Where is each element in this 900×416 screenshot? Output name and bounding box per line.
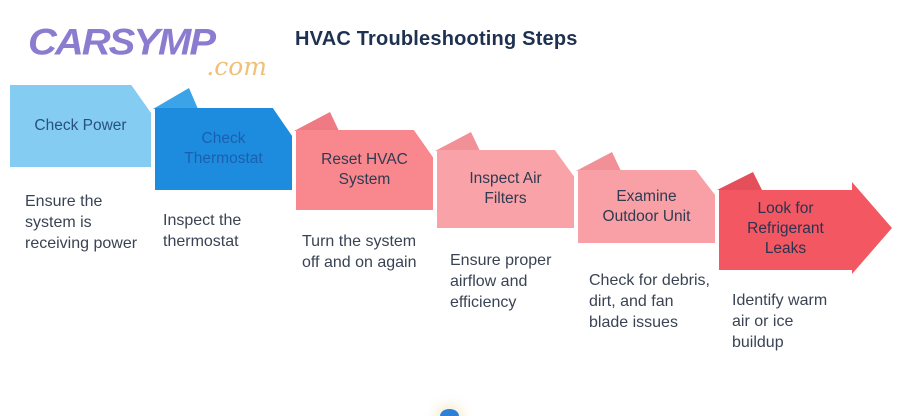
brand-logo: CARSYMP .com [28, 24, 273, 79]
step-label: Check Thermostat [184, 130, 263, 167]
step-band-reset-hvac: Reset HVAC System [296, 130, 433, 210]
step-label: Check Power [34, 117, 127, 134]
step-label: Reset HVAC System [321, 151, 408, 188]
step-band-check-thermostat: Check Thermostat [155, 108, 292, 190]
step-band-examine-outdoor-unit: Examine Outdoor Unit [578, 170, 715, 243]
step-description: Ensure the system is receiving power [25, 193, 138, 252]
step-label: Inspect Air Filters [469, 170, 542, 207]
ribbon-fold [435, 132, 480, 151]
bottom-logo-dot [440, 409, 459, 416]
step-band-arrow-refrigerant-leaks: Look for Refrigerant Leaks [719, 182, 892, 274]
ribbon-fold [294, 112, 339, 131]
page-title: HVAC Troubleshooting Steps [295, 28, 578, 50]
step-description: Inspect the thermostat [163, 212, 242, 250]
ribbon-fold [576, 152, 621, 171]
step-description: Identify warm air or ice buildup [732, 292, 828, 351]
brand-name: CARSYMP [28, 22, 216, 63]
ribbon-fold [717, 172, 762, 190]
brand-tld: .com [206, 52, 267, 81]
ribbon-fold [153, 88, 198, 109]
step-band-check-power: Check Power [10, 85, 151, 167]
step-label: Look for Refrigerant Leaks [747, 200, 824, 257]
step-description: Check for debris, dirt, and fan blade is… [589, 272, 710, 331]
step-band-inspect-filters: Inspect Air Filters [437, 150, 574, 228]
step-label: Examine Outdoor Unit [602, 187, 691, 225]
step-description: Ensure proper airflow and efficiency [450, 252, 552, 311]
step-description: Turn the system off and on again [302, 233, 417, 271]
